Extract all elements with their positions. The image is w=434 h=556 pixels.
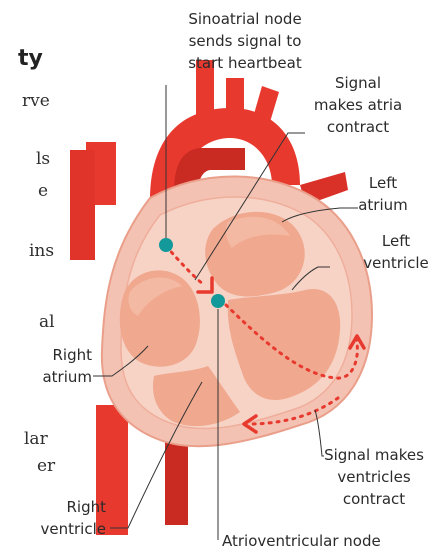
atrioventricular-node [211, 294, 225, 308]
signal-ventricles-label: Signal makes ventricles contract [316, 444, 432, 510]
sinoatrial-node-label: Sinoatrial node sends signal to start he… [152, 8, 338, 74]
sinoatrial-node [159, 238, 173, 252]
left-atrium-label: Left atrium [352, 172, 414, 216]
signal-atria-label: Signal makes atria contract [296, 72, 420, 138]
right-atrium-label: Right atrium [20, 344, 92, 388]
av-node-label: Atrioventricular node [222, 530, 422, 552]
left-ventricle-label: Left ventricle [358, 230, 434, 274]
right-ventricle-label: Right ventricle [20, 496, 106, 540]
left-vein-stub [70, 150, 95, 260]
aorta-branch-2 [226, 78, 244, 110]
